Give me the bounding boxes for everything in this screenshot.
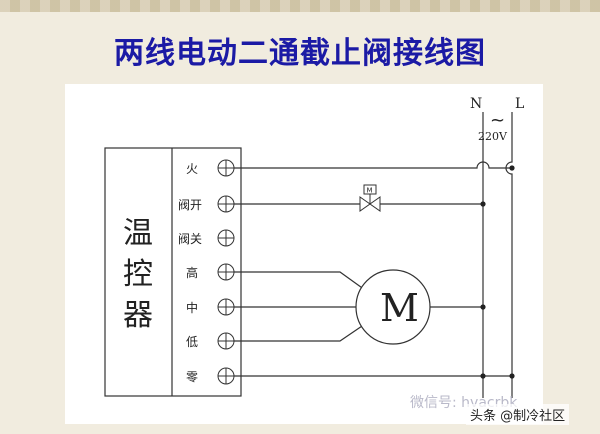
neutral-label: N xyxy=(470,96,482,112)
junction-dot-neutral-n xyxy=(480,373,486,379)
terminal-screw-valve-open xyxy=(217,195,235,213)
controller-char-1: 温 xyxy=(123,216,153,251)
junction-dot-live xyxy=(509,165,515,171)
ac-tilde: ~ xyxy=(490,110,505,131)
terminal-label-medium: 中 xyxy=(186,300,198,315)
terminal-label-live: 火 xyxy=(186,162,198,176)
terminal-screw-live xyxy=(217,159,235,177)
terminal-label-valve-open: 阀开 xyxy=(178,198,202,212)
junction-dot-neutral-l xyxy=(509,373,515,379)
solenoid-valve-icon xyxy=(359,184,381,212)
source-credit: 头条 @制冷社区 xyxy=(466,404,570,425)
terminal-screw-neutral xyxy=(217,367,235,385)
terminal-screw-medium xyxy=(217,298,235,316)
junction-dot-motor xyxy=(480,304,486,310)
terminal-label-low: 低 xyxy=(186,335,198,349)
low-speed-wire xyxy=(234,323,366,342)
terminal-label-high: 高 xyxy=(186,265,198,280)
fan-motor-icon xyxy=(355,269,431,345)
voltage-label: 220V xyxy=(478,130,508,143)
page-title: 两线电动二通截止阀接线图 xyxy=(114,36,486,71)
terminal-screw-high xyxy=(217,263,235,281)
controller-char-3: 器 xyxy=(123,298,153,333)
terminal-label-valve-close: 阀关 xyxy=(178,232,202,246)
terminal-screw-low xyxy=(217,332,235,350)
line-label: L xyxy=(515,96,524,112)
line-rail xyxy=(505,112,513,398)
motor-label: M xyxy=(380,286,419,330)
terminal-label-neutral: 零 xyxy=(186,370,198,384)
controller-char-2: 控 xyxy=(123,257,153,292)
valve-actuator-label: M xyxy=(367,187,373,195)
live-wire xyxy=(234,161,512,169)
high-speed-wire xyxy=(234,271,366,291)
junction-dot-valve xyxy=(480,201,486,207)
diagram-panel xyxy=(65,84,543,424)
terminal-screw-valve-close xyxy=(217,229,235,247)
decorative-border xyxy=(0,0,600,12)
